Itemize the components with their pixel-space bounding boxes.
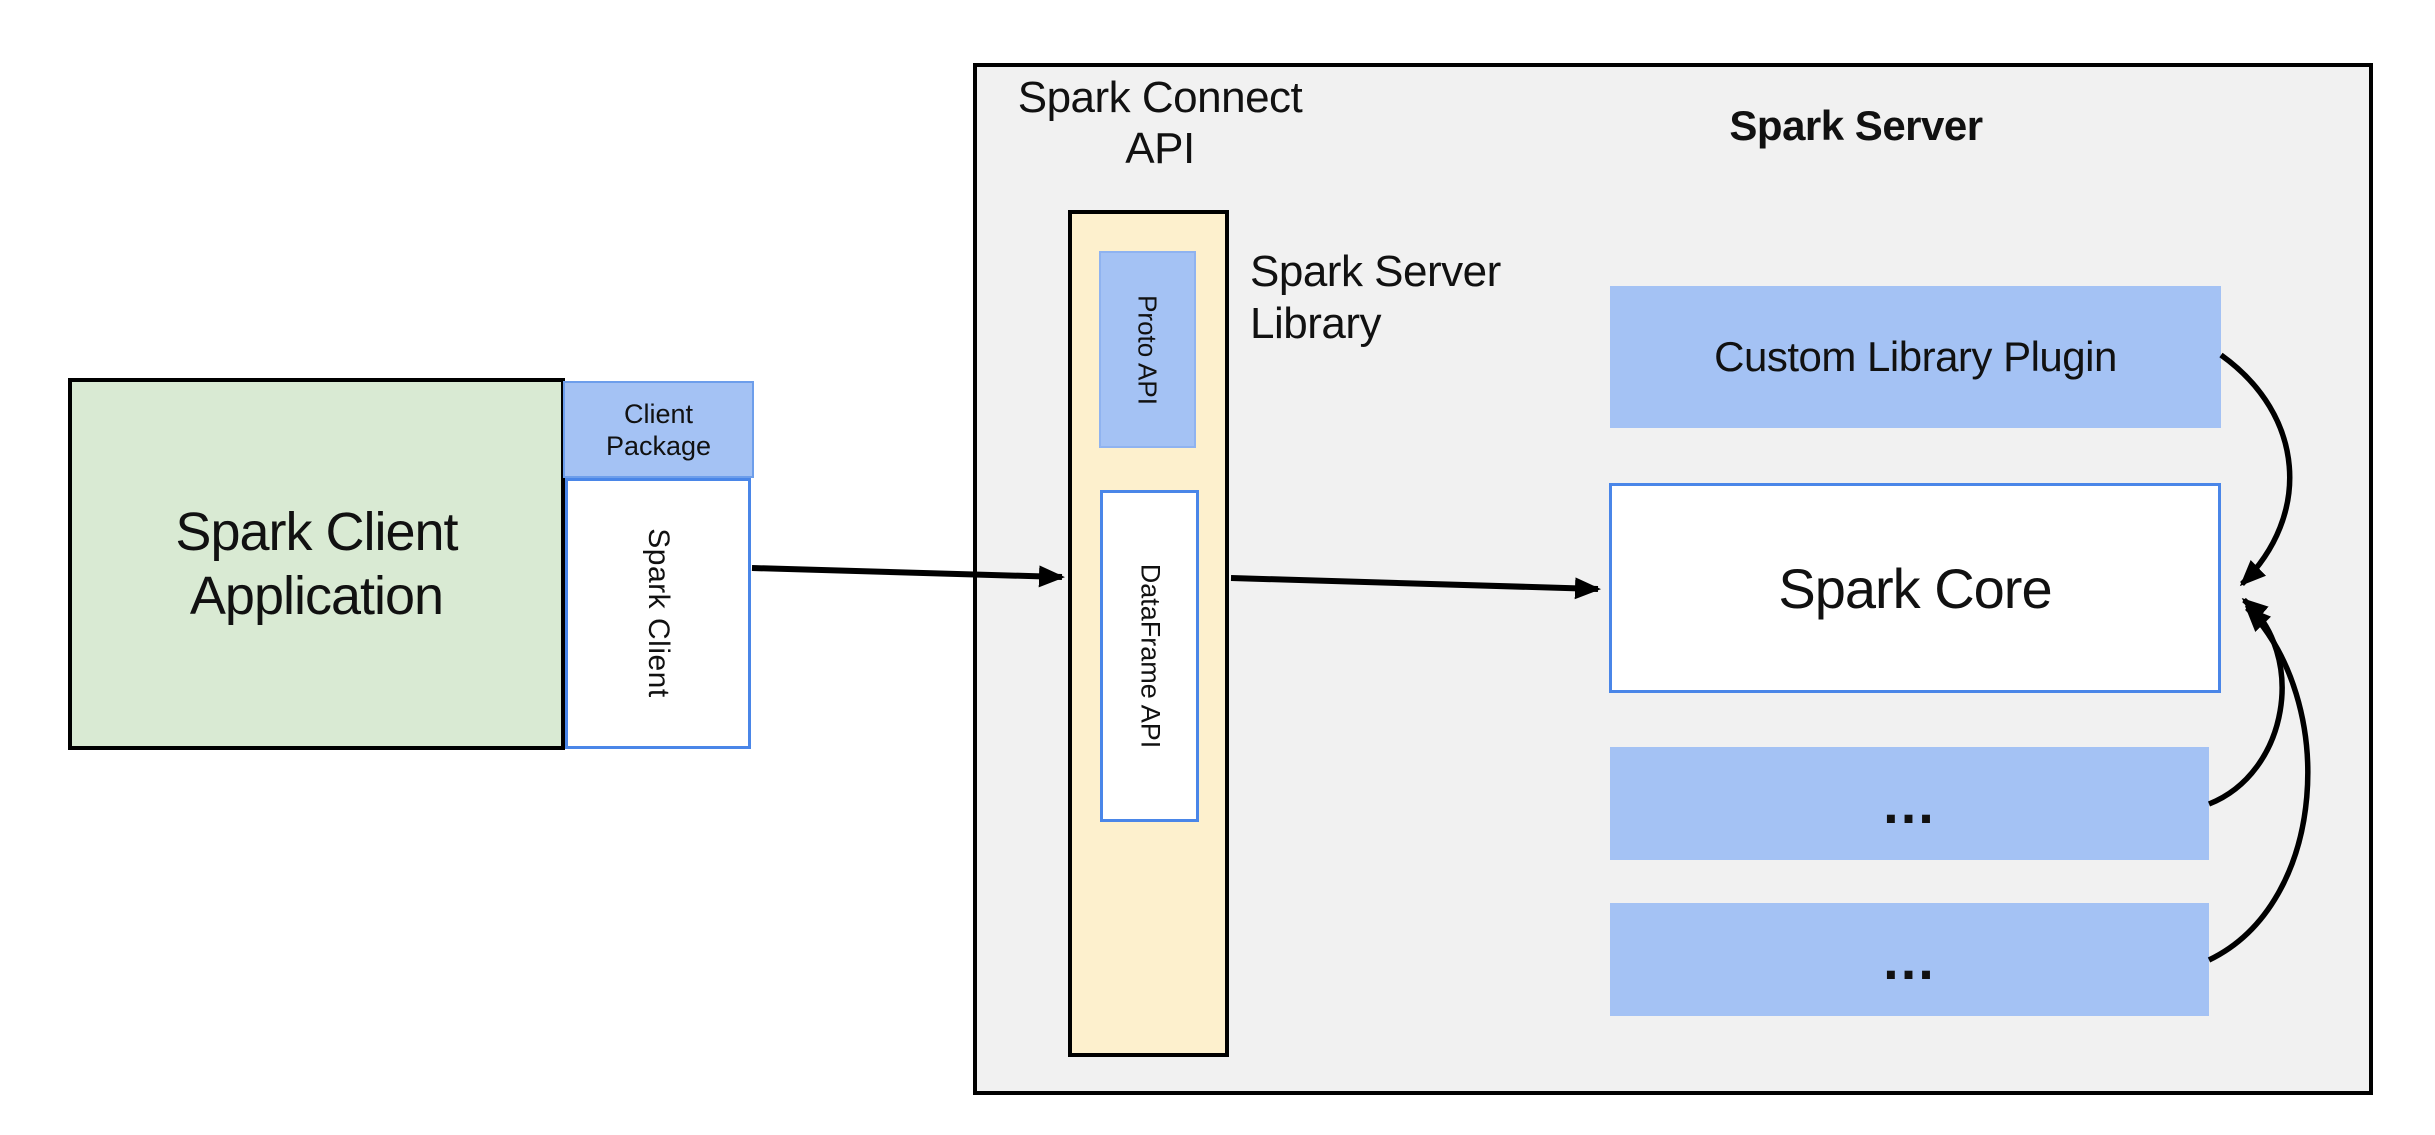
dataframe-api-label: DataFrame API bbox=[1135, 563, 1166, 749]
spark-connect-api-title-line1: Spark Connect bbox=[1017, 73, 1303, 122]
spark-server-library-label: Spark Server Library bbox=[1250, 246, 1610, 350]
more-plugins-ellipsis-1: ... bbox=[1883, 772, 1936, 835]
spark-client-label: Spark Client bbox=[642, 528, 675, 698]
spark-server-title: Spark Server bbox=[1729, 102, 1983, 149]
spark-client-box bbox=[565, 478, 751, 749]
client-package-line2: Package bbox=[605, 430, 712, 461]
spark-client-application-line2: Application bbox=[189, 566, 444, 626]
dataframe-api-box bbox=[1100, 490, 1199, 822]
custom-library-plugin-box: Custom Library Plugin bbox=[1610, 286, 2221, 428]
more-plugins-ellipsis-2: ... bbox=[1883, 928, 1936, 991]
more-plugins-box-1: ... bbox=[1610, 747, 2209, 860]
spark-connect-api-title: Spark Connect API bbox=[990, 72, 1330, 174]
proto-api-label: Proto API bbox=[1132, 295, 1163, 405]
spark-server-library-label-line1: Spark Server bbox=[1250, 247, 1501, 296]
client-package-line1: Client bbox=[623, 398, 694, 429]
spark-server-library-label-line2: Library bbox=[1250, 299, 1382, 348]
spark-client-application-line1: Spark Client bbox=[175, 502, 458, 562]
spark-core-box: Spark Core bbox=[1609, 483, 2221, 693]
client-package-box: Client Package bbox=[563, 381, 754, 478]
custom-library-plugin-label: Custom Library Plugin bbox=[1714, 333, 2117, 380]
more-plugins-box-2: ... bbox=[1610, 903, 2209, 1016]
spark-core-label: Spark Core bbox=[1778, 556, 2052, 620]
proto-api-box bbox=[1099, 251, 1196, 448]
spark-client-application-box: Spark Client Application bbox=[68, 378, 565, 750]
spark-connect-api-title-line2: API bbox=[1125, 124, 1195, 173]
